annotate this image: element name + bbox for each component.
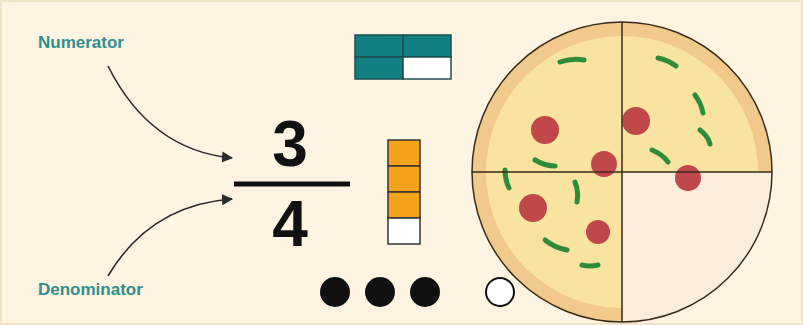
fraction-bar bbox=[234, 182, 350, 187]
numerator-digit: 3 bbox=[272, 112, 308, 176]
term-label: Denominator bbox=[38, 281, 143, 298]
denominator-arrow bbox=[108, 199, 232, 276]
dot-model bbox=[320, 277, 514, 307]
denominator-digit: 4 bbox=[272, 192, 308, 256]
bar-model bbox=[388, 140, 420, 244]
term-label: Numerator bbox=[38, 34, 124, 51]
grid-model bbox=[355, 35, 451, 79]
numerator-arrow bbox=[108, 66, 232, 158]
pizza-model bbox=[470, 20, 780, 325]
